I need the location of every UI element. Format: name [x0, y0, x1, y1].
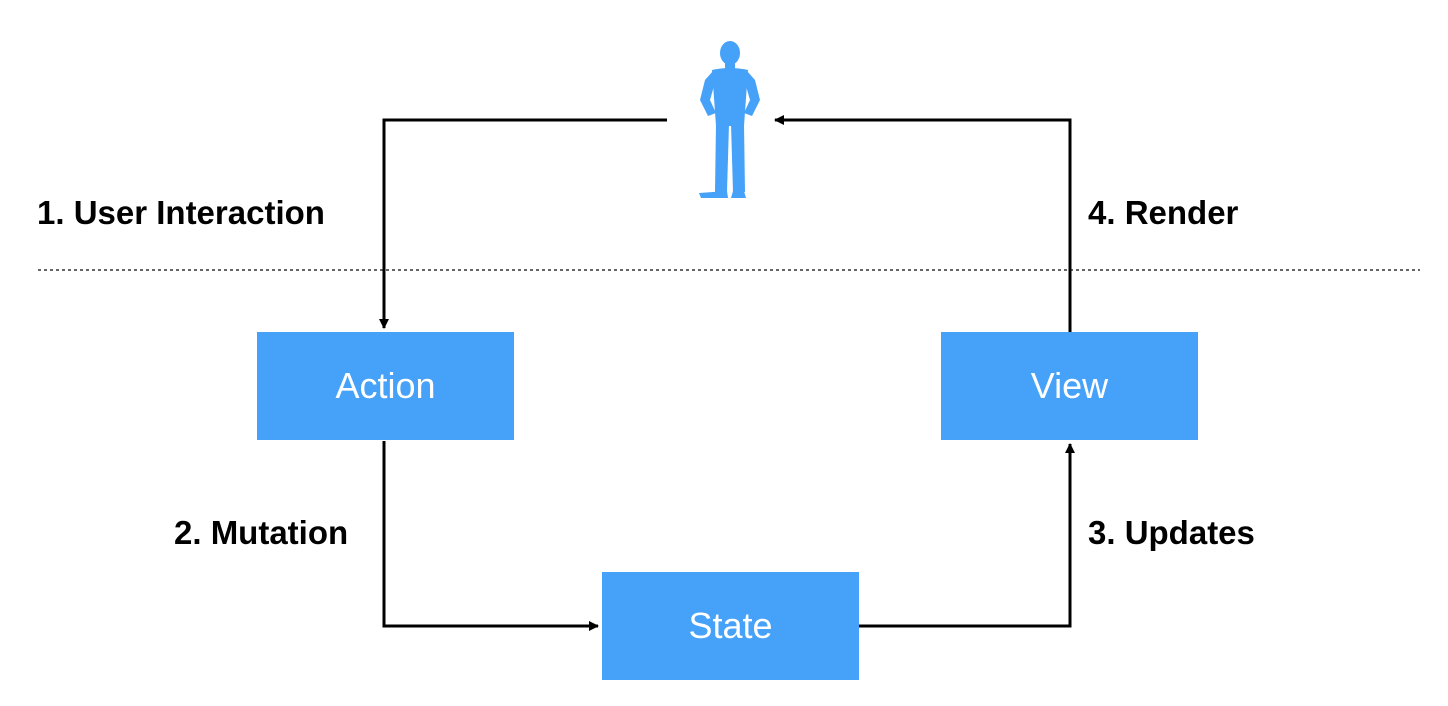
state-node-label: State	[688, 605, 773, 646]
user-figure-icon	[699, 41, 760, 198]
step-mutation-label: 2. Mutation	[174, 514, 349, 551]
action-node-label: Action	[335, 365, 436, 406]
step-user-interaction-label: 1. User Interaction	[37, 194, 325, 231]
arrow-view-to-user	[774, 115, 1072, 332]
arrow-action-to-state	[382, 441, 599, 631]
step-updates-label: 3. Updates	[1088, 514, 1255, 551]
view-node-label: View	[1030, 365, 1109, 406]
step-render-label: 4. Render	[1088, 194, 1239, 231]
arrow-user-to-action	[379, 118, 667, 329]
view-box	[941, 332, 1198, 440]
arrow-state-to-view	[859, 443, 1075, 628]
state-box	[602, 572, 859, 680]
action-box	[257, 332, 514, 440]
